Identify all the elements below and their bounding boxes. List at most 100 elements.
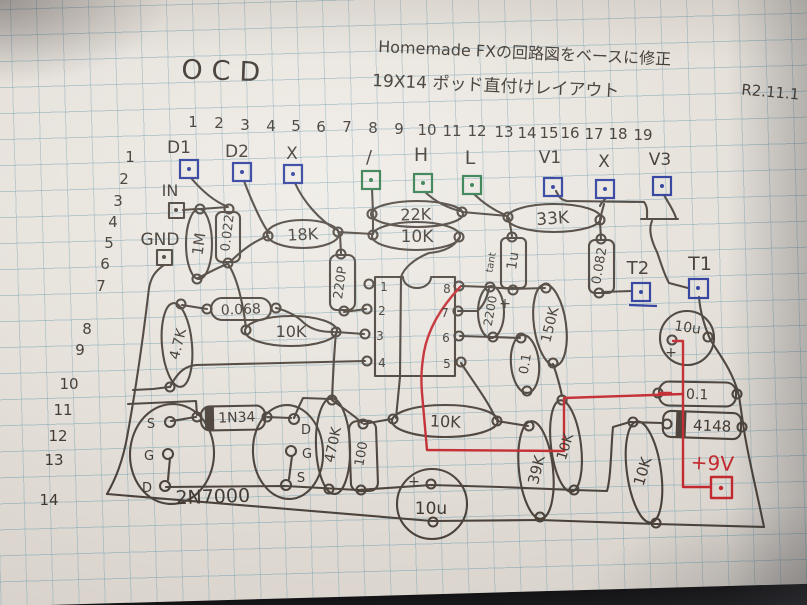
label-01-mid: 0.1 bbox=[517, 352, 535, 375]
label-q2-d: D bbox=[301, 423, 311, 438]
row-num: 13 bbox=[44, 451, 63, 469]
junction-nodes bbox=[158, 203, 748, 529]
label-ic-pin2: 2 bbox=[378, 304, 386, 318]
pad-label-gnd: GND bbox=[141, 230, 180, 250]
label-470k: 470K bbox=[322, 425, 345, 464]
note-line2: 19X14 ポッド直付けレイアウト bbox=[372, 71, 620, 102]
cap-0082-body bbox=[587, 238, 616, 295]
pad-t2 bbox=[630, 281, 652, 303]
row-numbers: 1 2 3 4 5 6 7 8 9 10 11 12 13 14 bbox=[39, 148, 134, 509]
transistor-q2-body bbox=[251, 403, 325, 501]
pad-h bbox=[412, 172, 434, 194]
label-ic-pin7: 7 bbox=[441, 306, 449, 320]
label-ic-pin8: 8 bbox=[443, 282, 451, 296]
row-num: 12 bbox=[48, 427, 67, 445]
pad-x2 bbox=[594, 178, 616, 200]
label-0068: 0.068 bbox=[221, 301, 262, 318]
label-1u: 1u bbox=[504, 251, 522, 271]
label-1m: 1M bbox=[189, 232, 210, 257]
headings: OCD Homemade FXの回路図をベースに修正 19X14 ポッド直付けレ… bbox=[181, 37, 800, 104]
row-num: 8 bbox=[82, 320, 92, 338]
col-num: 15 bbox=[539, 124, 558, 142]
col-num: 6 bbox=[316, 118, 326, 136]
ic-dip8-body bbox=[373, 275, 457, 378]
row-num: 1 bbox=[125, 148, 135, 166]
label-22k: 22K bbox=[400, 204, 432, 224]
row-num: 11 bbox=[53, 401, 72, 419]
pad-v1 bbox=[542, 176, 564, 198]
col-num: 10 bbox=[417, 121, 436, 139]
pad-label-t1: T1 bbox=[687, 253, 712, 275]
col-num: 11 bbox=[442, 122, 461, 140]
label-10u-bottom-plus: + bbox=[408, 474, 420, 490]
label-39k: 39K bbox=[524, 452, 549, 486]
label-10k-v1: 10K bbox=[554, 431, 577, 462]
col-num: 19 bbox=[633, 126, 652, 144]
col-num: 7 bbox=[342, 118, 352, 136]
label-0022: 0.022 bbox=[218, 214, 237, 253]
pad-d1 bbox=[178, 158, 200, 180]
resistor-10k-mid-body bbox=[243, 314, 339, 348]
label-10k-top: 10K bbox=[401, 227, 435, 247]
pad-labels: D1 D2 X / H L V1 X V3 IN GND T2 T1 bbox=[141, 138, 712, 279]
pad-label-h: H bbox=[414, 144, 428, 166]
resistor-33k-body bbox=[505, 202, 603, 234]
col-num: 3 bbox=[240, 116, 250, 134]
label-1n34: 1N34 bbox=[218, 409, 256, 426]
label-10k-mid: 10K bbox=[276, 322, 307, 341]
label-q2-s: S bbox=[297, 471, 305, 486]
row-num: 5 bbox=[104, 234, 114, 252]
power-wire bbox=[420, 285, 685, 453]
label-220p: 220P bbox=[331, 265, 350, 300]
pads bbox=[155, 158, 710, 308]
power-pad-dot bbox=[718, 485, 724, 491]
label-47k: 4.7K bbox=[167, 326, 190, 361]
col-num: 2 bbox=[214, 114, 224, 132]
row-num: 4 bbox=[108, 213, 118, 231]
resistor-2200-body bbox=[476, 284, 506, 340]
pad-label-x1: X bbox=[286, 144, 298, 164]
label-q2-g: G bbox=[302, 447, 312, 462]
pad-v3 bbox=[651, 175, 673, 197]
label-10u-right-plus: + bbox=[665, 345, 677, 361]
power-label: +9V bbox=[690, 450, 735, 476]
label-150k: 150K bbox=[538, 305, 562, 345]
col-num: 14 bbox=[517, 124, 536, 142]
cap-tant-1u-body bbox=[499, 236, 528, 290]
label-ic-pin1: 1 bbox=[380, 280, 388, 294]
cap-0022-body bbox=[214, 210, 242, 264]
pad-gnd bbox=[155, 248, 174, 267]
pad-l bbox=[461, 174, 483, 196]
label-ic-pin5: 5 bbox=[443, 357, 451, 371]
pad-in bbox=[167, 201, 186, 220]
label-10k-bottom: 10K bbox=[429, 411, 461, 432]
power-wire bbox=[681, 392, 712, 489]
label-33k: 33K bbox=[536, 208, 571, 230]
resistor-22k-body bbox=[369, 199, 465, 229]
label-10u-right: 10u bbox=[673, 318, 702, 338]
label-q1-g: G bbox=[144, 449, 154, 464]
pad-slash bbox=[360, 169, 382, 191]
pad-label-d1: D1 bbox=[167, 138, 191, 158]
col-num: 18 bbox=[608, 125, 627, 143]
col-num: 17 bbox=[584, 125, 603, 143]
row-num: 9 bbox=[75, 341, 85, 359]
label-10u-bottom: 10u bbox=[415, 499, 447, 519]
resistor-10k-bottom-body bbox=[390, 403, 500, 439]
cap-10u-bottom-body bbox=[395, 467, 469, 541]
pad-label-d2: D2 bbox=[225, 142, 249, 162]
transistor-q1-body bbox=[128, 402, 216, 506]
cap-10u-right-body bbox=[658, 309, 716, 367]
label-ic-pin3: 3 bbox=[376, 329, 384, 343]
cap-01-mid-body bbox=[509, 334, 541, 394]
row-num: 14 bbox=[39, 491, 58, 509]
label-01-right: 0.1 bbox=[686, 387, 709, 404]
col-num: 8 bbox=[368, 119, 378, 137]
row-num: 2 bbox=[119, 170, 129, 188]
pad-label-t2: T2 bbox=[626, 258, 649, 279]
power-net: +9V bbox=[420, 285, 735, 500]
col-num: 4 bbox=[266, 117, 276, 135]
label-tant: tant bbox=[484, 252, 498, 274]
label-100: 100 bbox=[352, 440, 371, 467]
